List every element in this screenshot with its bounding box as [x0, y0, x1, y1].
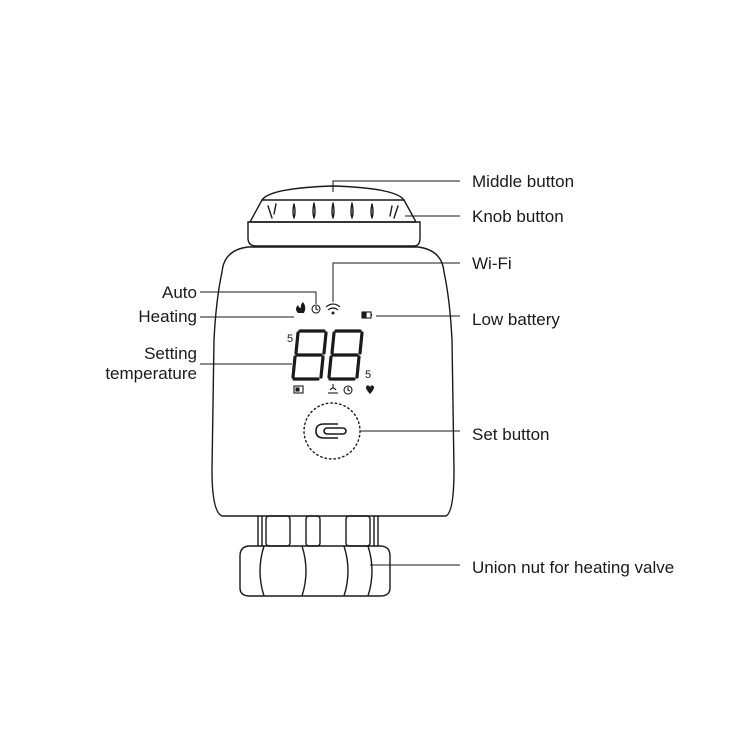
heating-label: Heating [138, 307, 197, 326]
knob-band [247, 221, 421, 247]
auto-label: Auto [162, 283, 197, 302]
window-icon [293, 385, 304, 394]
clock-icon [311, 304, 321, 314]
setting-temperature-line1: Setting [144, 344, 197, 363]
main-body [211, 246, 455, 517]
union-nut [239, 545, 391, 597]
decimal-small-right: 5 [365, 369, 371, 381]
heart-icon [366, 385, 374, 394]
set-button-ring [303, 402, 361, 460]
leader-lines [200, 180, 460, 566]
flame-icon [296, 302, 306, 313]
middle-button-label: Middle button [472, 172, 575, 191]
wifi-icon [325, 303, 341, 315]
temperature-digits [291, 329, 364, 381]
union-nut-label: Union nut for heating valve [472, 558, 675, 577]
setting-temperature-label: Setting temperature [105, 344, 197, 384]
battery-icon [361, 311, 373, 319]
neck [257, 515, 379, 547]
knob-button-label: Knob button [472, 207, 564, 226]
timer-icon [343, 385, 353, 395]
setting-temperature-line2: temperature [105, 364, 197, 383]
set-button-label: Set button [472, 425, 550, 444]
set-button-logo-icon [315, 423, 347, 439]
decimal-small-left: 5 [287, 333, 293, 345]
low-battery-label: Low battery [472, 310, 560, 329]
wifi-label: Wi-Fi [472, 254, 512, 273]
heat-waves-icon [328, 384, 338, 394]
